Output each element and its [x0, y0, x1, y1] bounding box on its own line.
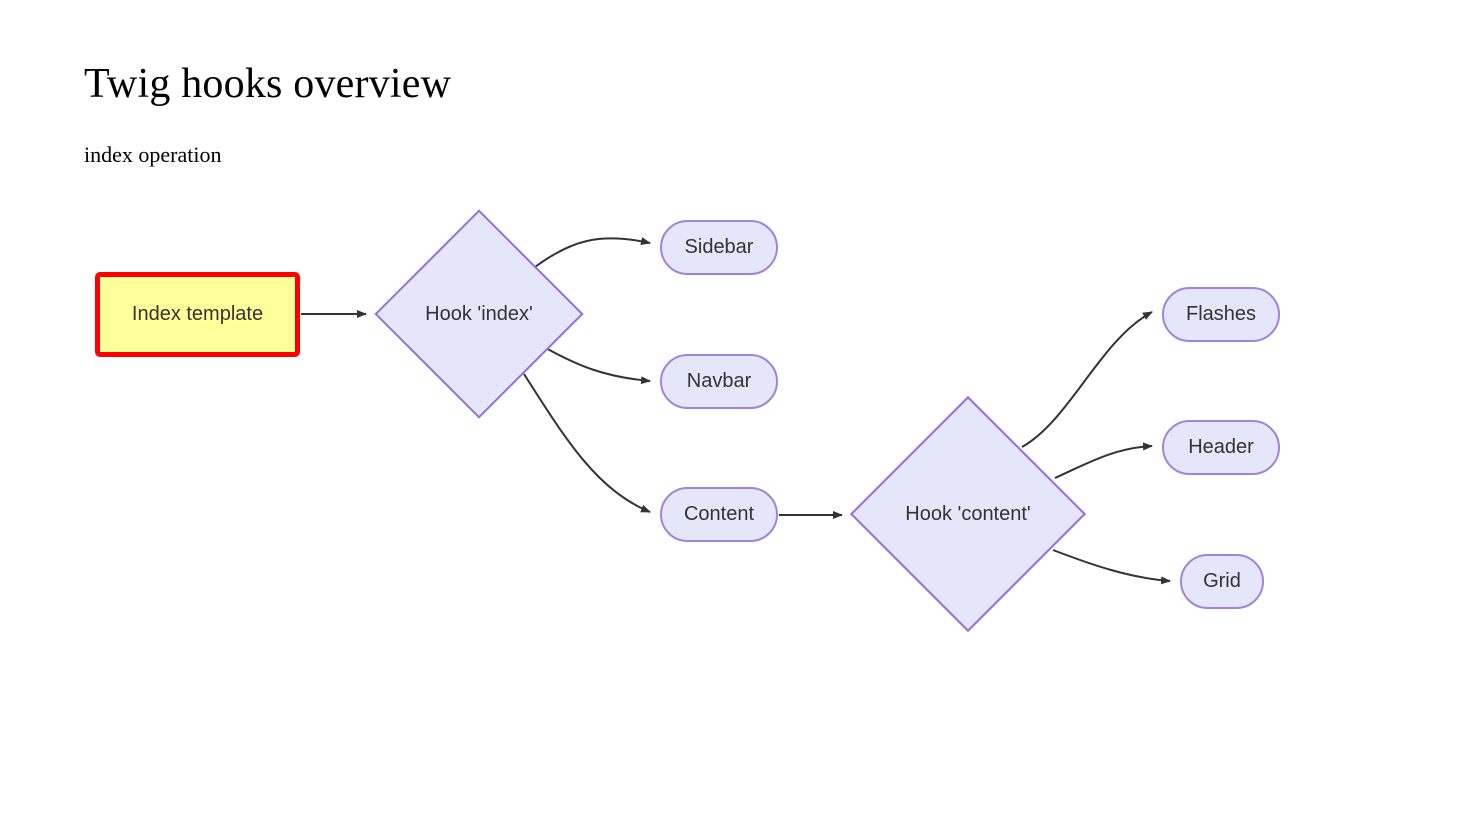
node-hook-content-label: Hook 'content' — [905, 502, 1031, 525]
node-hook-content[interactable]: Hook 'content' — [849, 395, 1087, 633]
node-index-template[interactable]: Index template — [95, 272, 300, 357]
node-grid-label: Grid — [1203, 570, 1241, 592]
node-navbar-label: Navbar — [686, 370, 752, 392]
node-sidebar-label: Sidebar — [684, 236, 754, 258]
node-hook-index[interactable]: Hook 'index' — [374, 209, 584, 419]
node-flashes[interactable]: Flashes — [1162, 287, 1280, 342]
node-content[interactable]: Content — [660, 487, 778, 542]
node-hook-index-label: Hook 'index' — [425, 302, 533, 325]
node-grid[interactable]: Grid — [1180, 554, 1264, 609]
node-header[interactable]: Header — [1162, 420, 1280, 475]
page-subtitle: index operation — [84, 142, 222, 167]
node-flashes-label: Flashes — [1185, 303, 1257, 325]
node-index-template-label: Index template — [131, 303, 264, 325]
node-sidebar[interactable]: Sidebar — [660, 220, 778, 275]
page-title: Twig hooks overview — [84, 61, 452, 107]
node-navbar[interactable]: Navbar — [660, 354, 778, 409]
node-content-label: Content — [683, 503, 755, 525]
node-header-label: Header — [1188, 436, 1254, 458]
